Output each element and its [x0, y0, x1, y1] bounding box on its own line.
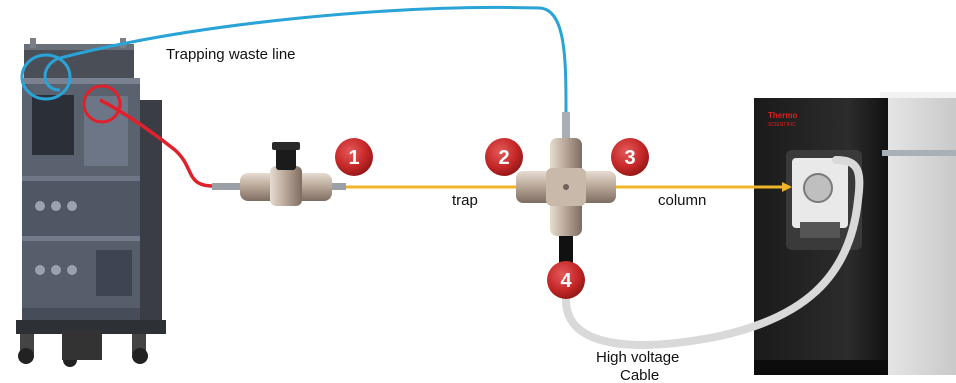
high-voltage-label-line1: High voltage — [596, 349, 679, 366]
brand-logo-line1: Thermo — [768, 111, 797, 120]
marker-2: 2 — [485, 138, 523, 176]
trap-label: trap — [452, 192, 478, 209]
mass-spectrometer-image — [754, 92, 956, 375]
cross-fitting — [516, 112, 616, 236]
trapping-waste-line-label: Trapping waste line — [166, 46, 296, 63]
marker-3-number: 3 — [624, 147, 635, 169]
column-arrow-icon — [782, 182, 792, 192]
lc-system-image — [16, 38, 166, 367]
high-voltage-label-line2: Cable — [620, 367, 659, 383]
marker-4: 4 — [547, 261, 585, 299]
brand-logo-line2: SCIENTIFIC — [768, 122, 796, 128]
inlet-connection-ring — [82, 84, 122, 124]
marker-4-number: 4 — [560, 270, 572, 292]
trapping-waste-line — [43, 5, 568, 115]
tee-fitting — [212, 142, 346, 206]
high-voltage-cable — [562, 156, 864, 349]
marker-1-number: 1 — [348, 147, 359, 169]
marker-1: 1 — [335, 138, 373, 176]
marker-2-number: 2 — [498, 147, 509, 169]
waste-line-outlet-ring — [20, 53, 72, 101]
column-label: column — [658, 192, 706, 209]
marker-3: 3 — [611, 138, 649, 176]
